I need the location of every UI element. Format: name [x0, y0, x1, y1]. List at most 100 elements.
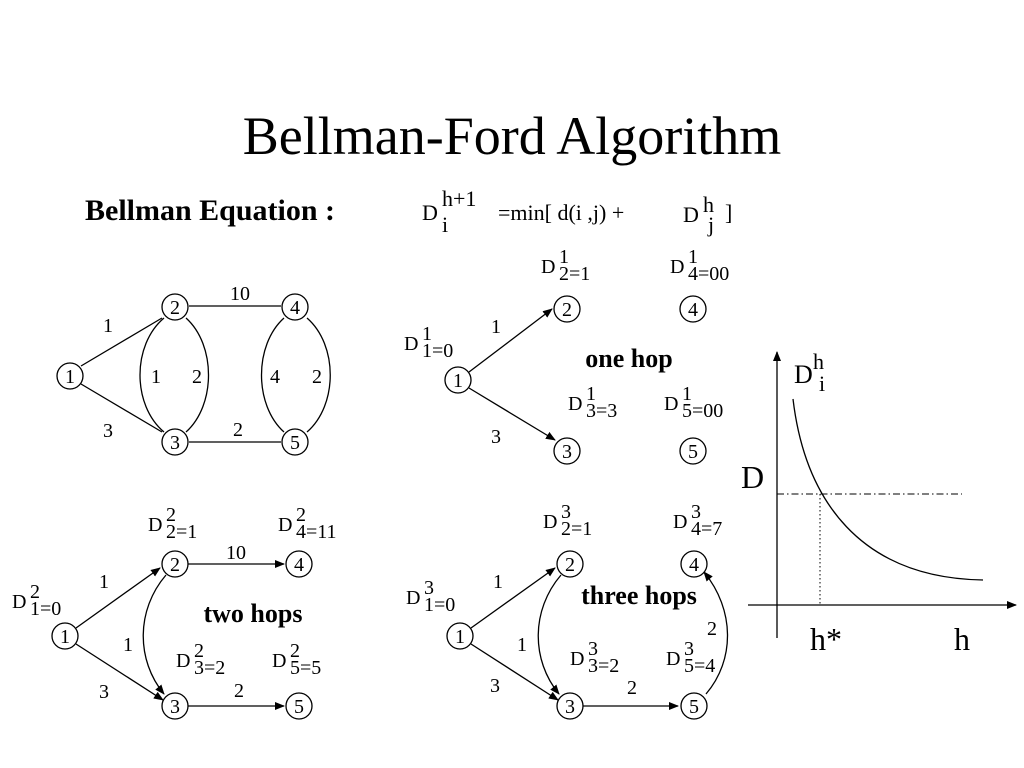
- one-hop-caption: one hop: [585, 344, 672, 373]
- equation-mid: =min[ d(i ,j) +: [498, 200, 625, 225]
- three-hops-weight-5-4: 2: [707, 618, 717, 640]
- one-hop-node-3: [553, 437, 581, 465]
- two-hops-node-5-label: 5: [294, 696, 304, 718]
- slide-title: Bellman-Ford Algorithm: [242, 106, 782, 166]
- one-hop-node-4-label: 4: [688, 299, 698, 321]
- two-hops-graph: [51, 550, 313, 720]
- equation-rhs-sup: h: [703, 192, 714, 217]
- two-hops-d4-letter: D: [278, 514, 292, 536]
- one-hop-d4-rest: 4=00: [688, 263, 729, 285]
- two-hops-weight-2-4: 10: [226, 542, 246, 564]
- three-hops-caption: three hops: [581, 581, 697, 610]
- one-hop-weight-1-2: 1: [491, 316, 501, 338]
- two-hops-node-1: [51, 622, 79, 650]
- one-hop-node-3-label: 3: [562, 441, 572, 463]
- two-hops-d2-rest: 2=1: [166, 521, 197, 543]
- one-hop-d4-letter: D: [670, 256, 684, 278]
- two-hops-d3-letter: D: [176, 650, 190, 672]
- two-hops-node-4: [285, 550, 313, 578]
- three-hops-node-5: [680, 692, 708, 720]
- three-hops-node-3: [556, 692, 584, 720]
- equation-rhs-sub: j: [708, 212, 715, 237]
- three-hops-d2-sup: 3: [561, 501, 571, 523]
- one-hop-d3-letter: D: [568, 393, 582, 415]
- two-hops-d4-sup: 2: [296, 504, 306, 526]
- convergence-graph: [748, 351, 1017, 638]
- three-hops-d5-rest: 5=4: [684, 655, 715, 677]
- one-hop-node-2-label: 2: [562, 299, 572, 321]
- equation-lhs-sub: i: [442, 212, 449, 237]
- three-hops-weight-1-3: 3: [490, 675, 500, 697]
- bellman-equation: Bellman Equation : D h+1 i =min[ d(i ,j)…: [85, 186, 785, 248]
- three-hops-edge-2-3: [537, 574, 562, 695]
- one-hop-d2-letter: D: [541, 256, 555, 278]
- net-node-1: [56, 362, 84, 390]
- one-hop-d5-letter: D: [664, 393, 678, 415]
- one-hop-d5-sup: 1: [682, 383, 692, 405]
- one-hop-d3-rest: 3=3: [586, 400, 617, 422]
- three-hops-d4-sup: 3: [691, 501, 701, 523]
- graph-y-sup: h: [813, 349, 824, 374]
- two-hops-node-2: [161, 550, 189, 578]
- two-hops-edge-1-2: [75, 567, 161, 629]
- two-hops-d2-sup: 2: [166, 504, 176, 526]
- equation-rhs-d: D: [683, 202, 699, 227]
- one-hop-weight-1-3: 3: [491, 426, 501, 448]
- one-hop-d4-sup: 1: [688, 246, 698, 268]
- three-hops-d2-rest: 2=1: [561, 518, 592, 540]
- two-hops-d4-rest: 4=11: [296, 521, 337, 543]
- edge-4-5-left: [260, 317, 285, 433]
- one-hop-d5-rest: 5=00: [682, 400, 723, 422]
- three-hops-node-2-label: 2: [565, 554, 575, 576]
- two-hops-d1-sup: 2: [30, 581, 40, 603]
- two-hops-edge-2-3: [142, 574, 167, 695]
- three-hops-node-4: [680, 550, 708, 578]
- net-node-4: [281, 293, 309, 321]
- two-hops-d5-sup: 2: [290, 640, 300, 662]
- two-hops-d5-rest: 5=5: [290, 657, 321, 679]
- equation-label: Bellman Equation :: [85, 194, 336, 227]
- one-hop-d2-rest: 2=1: [559, 263, 590, 285]
- three-hops-node-2: [556, 550, 584, 578]
- edge-1-3: [80, 383, 163, 433]
- three-hops-node-3-label: 3: [565, 696, 575, 718]
- three-hops-d1-sup: 3: [424, 577, 434, 599]
- two-hops-node-2-label: 2: [170, 554, 180, 576]
- three-hops-d1-rest: 1=0: [424, 594, 455, 616]
- network-graph: [56, 293, 331, 456]
- two-hops-node-5: [285, 692, 313, 720]
- one-hop-d2-sup: 1: [559, 246, 569, 268]
- three-hops-d4-rest: 4=7: [691, 518, 722, 540]
- net-weight-1-2: 1: [103, 315, 113, 337]
- two-hops-weight-1-3: 3: [99, 681, 109, 703]
- three-hops-weight-3-5: 2: [627, 677, 637, 699]
- two-hops-weight-1-2: 1: [99, 571, 109, 593]
- one-hop-d1-rest: 1=0: [422, 340, 453, 362]
- net-weight-2-3-right: 2: [192, 366, 202, 388]
- graph-y-letter: D: [794, 360, 813, 389]
- edge-1-2: [80, 317, 163, 367]
- two-hops-d1-letter: D: [12, 591, 26, 613]
- three-hops-node-1: [446, 622, 474, 650]
- net-node-5-label: 5: [290, 432, 300, 454]
- edge-2-3-left: [139, 317, 165, 433]
- two-hops-d2-letter: D: [148, 514, 162, 536]
- two-hops-d1-rest: 1=0: [30, 598, 61, 620]
- net-weight-4-5-right: 2: [312, 366, 322, 388]
- graph-d-label: D: [741, 459, 764, 495]
- net-weight-3-5: 2: [233, 419, 243, 441]
- net-weight-4-5-left: 4: [270, 366, 280, 388]
- three-hops-node-4-label: 4: [689, 554, 699, 576]
- two-hops-weight-3-5: 2: [234, 680, 244, 702]
- three-hops-d2-letter: D: [543, 511, 557, 533]
- convergence-curve: [792, 398, 984, 581]
- graph-h-label: h: [954, 621, 970, 657]
- net-node-3-label: 3: [170, 432, 180, 454]
- equation-close: ]: [725, 200, 733, 225]
- equation-lhs-d: D: [422, 200, 438, 225]
- net-weight-2-3-left: 1: [151, 366, 161, 388]
- three-hops-edge-5-4: [703, 571, 729, 695]
- two-hops-d5-letter: D: [272, 650, 286, 672]
- edge-2-3-right: [185, 317, 210, 433]
